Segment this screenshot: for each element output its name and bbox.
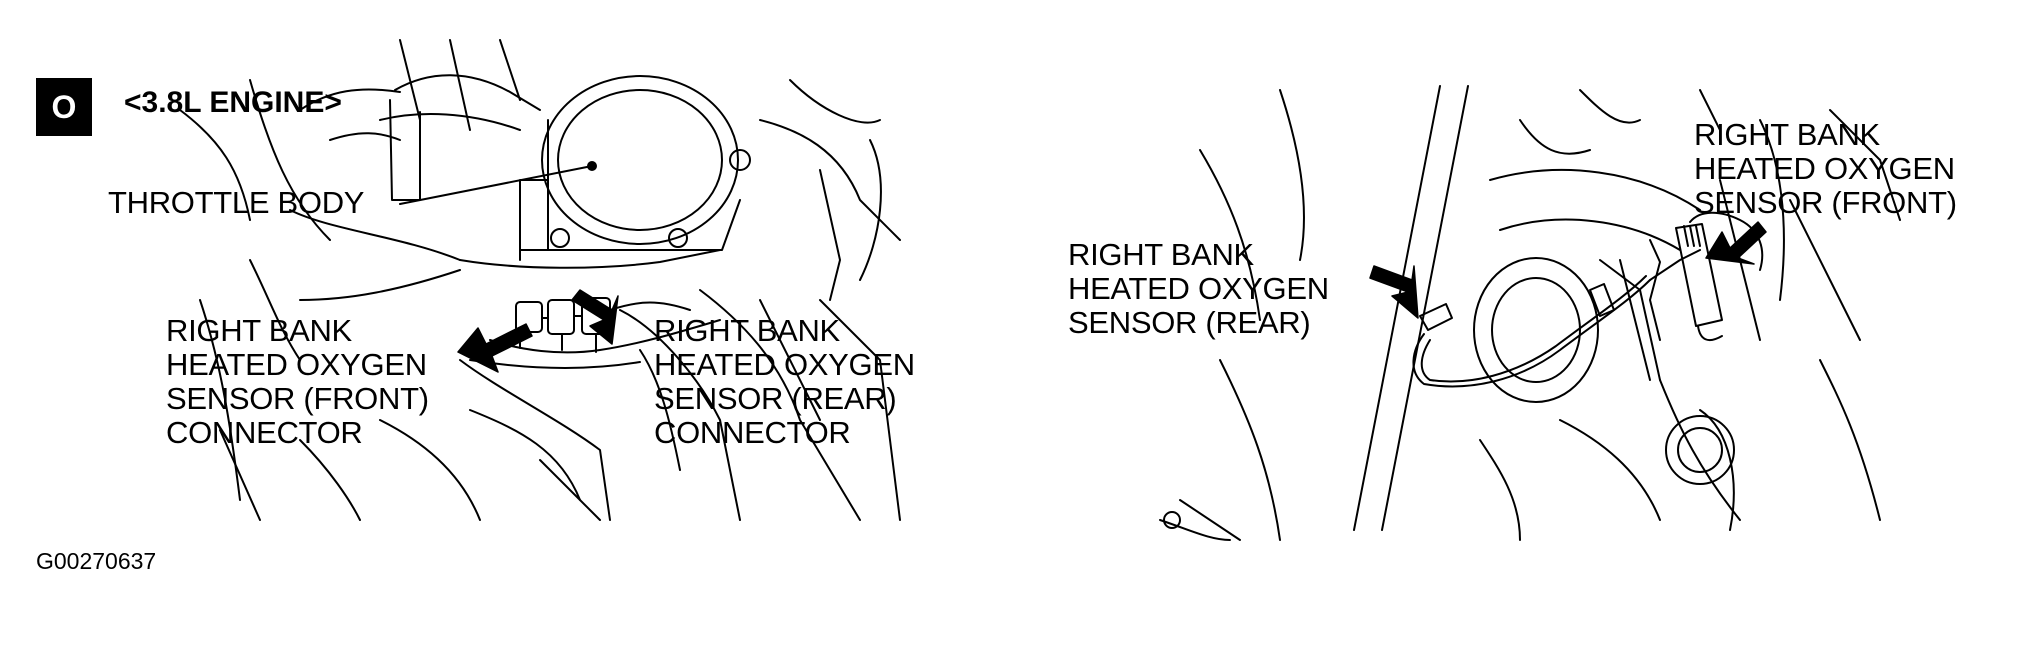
label-line: HEATED OXYGEN bbox=[1068, 271, 1329, 306]
label-line: SENSOR (REAR) bbox=[1068, 305, 1311, 340]
label-line: RIGHT BANK bbox=[166, 313, 352, 348]
label-line: CONNECTOR bbox=[166, 415, 363, 450]
front-sensor-arrow bbox=[1705, 221, 1767, 265]
label-line: SENSOR (FRONT) bbox=[1694, 185, 1957, 220]
rear-connector-label: RIGHT BANK HEATED OXYGEN SENSOR (REAR) C… bbox=[654, 314, 915, 450]
figure-id: G00270637 bbox=[36, 548, 157, 574]
rear-connector-arrow bbox=[571, 289, 619, 345]
throttle-body-label: THROTTLE BODY bbox=[108, 185, 365, 220]
front-connector-label: RIGHT BANK HEATED OXYGEN SENSOR (FRONT) … bbox=[166, 314, 429, 450]
rear-sensor-label: RIGHT BANK HEATED OXYGEN SENSOR (REAR) bbox=[1068, 238, 1329, 340]
label-line: HEATED OXYGEN bbox=[1694, 151, 1955, 186]
label-line: CONNECTOR bbox=[654, 415, 851, 450]
throttle-body-leader bbox=[399, 165, 593, 205]
label-line: SENSOR (REAR) bbox=[654, 381, 897, 416]
label-line: RIGHT BANK bbox=[1068, 237, 1254, 272]
engine-label: <3.8L ENGINE> bbox=[124, 86, 342, 119]
left-engine-drawing bbox=[179, 39, 901, 521]
label-line: HEATED OXYGEN bbox=[654, 347, 915, 382]
rear-sensor-arrow bbox=[1369, 265, 1419, 319]
label-line: SENSOR (FRONT) bbox=[166, 381, 429, 416]
section-badge: O bbox=[36, 78, 92, 136]
front-sensor-label: RIGHT BANK HEATED OXYGEN SENSOR (FRONT) bbox=[1694, 118, 1957, 220]
right-engine-drawing bbox=[1159, 85, 1901, 541]
label-line: RIGHT BANK bbox=[654, 313, 840, 348]
label-line: RIGHT BANK bbox=[1694, 117, 1880, 152]
front-connector-arrow bbox=[457, 323, 533, 373]
label-line: HEATED OXYGEN bbox=[166, 347, 427, 382]
